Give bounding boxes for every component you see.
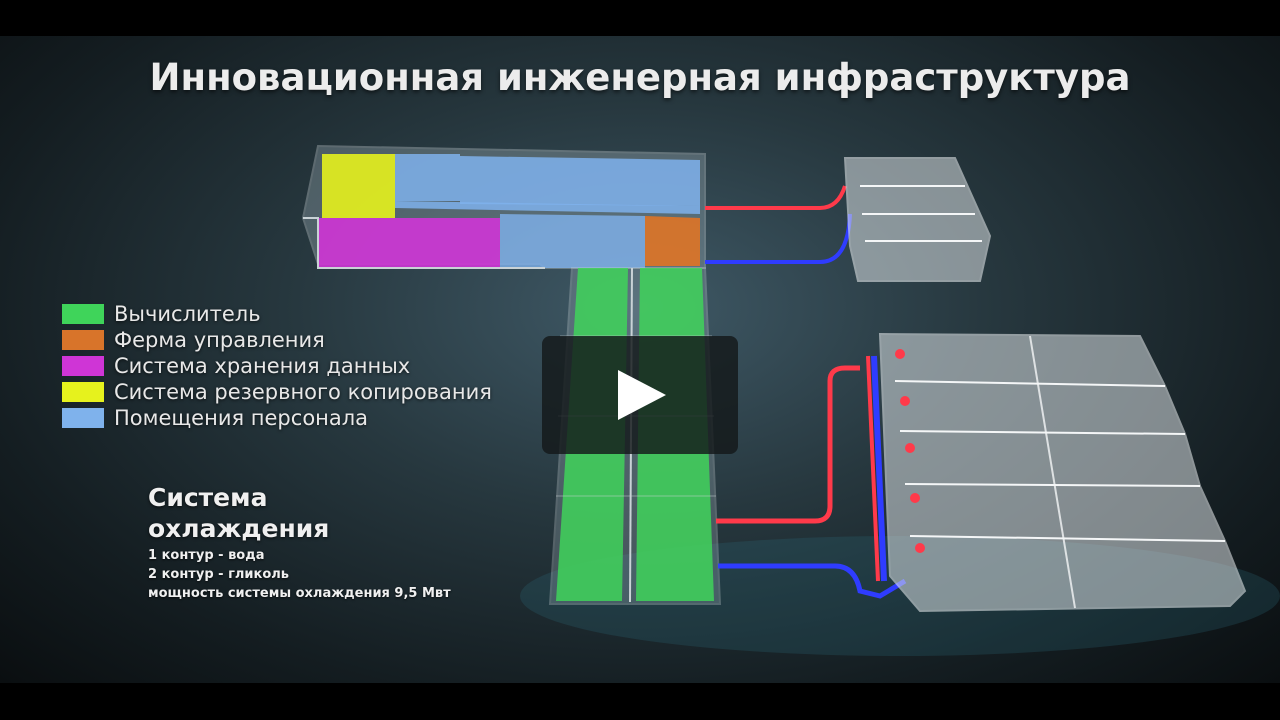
legend-item-backup: Система резервного копирования [62, 379, 492, 405]
cooling-line: мощность системы охлаждения 9,5 Мвт [148, 586, 451, 601]
legend-item-control-farm: Ферма управления [62, 327, 492, 353]
play-icon [618, 370, 666, 420]
cooling-line: 2 контур - гликоль [148, 567, 289, 582]
legend-swatch [62, 304, 104, 324]
legend-item-storage: Система хранения данных [62, 353, 492, 379]
legend-label: Система резервного копирования [114, 380, 492, 404]
cooling-title: Система охлаждения [148, 483, 330, 543]
legend-label: Вычислитель [114, 302, 261, 326]
legend-swatch [62, 356, 104, 376]
legend-label: Ферма управления [114, 328, 325, 352]
legend-swatch [62, 382, 104, 402]
lower-cooler [878, 332, 1247, 613]
legend-item-compute: Вычислитель [62, 301, 492, 327]
cooling-info: Система охлаждения 1 контур - вода 2 кон… [148, 482, 451, 603]
video-frame[interactable]: Инновационная инженерная инфраструктура … [0, 36, 1280, 683]
legend-item-staff-rooms: Помещения персонала [62, 405, 492, 431]
legend-swatch [62, 330, 104, 350]
cooling-line: 1 контур - вода [148, 548, 265, 563]
legend-label: Помещения персонала [114, 406, 369, 430]
upper-building [301, 144, 706, 269]
play-button[interactable] [542, 336, 738, 454]
video-title: Инновационная инженерная инфраструктура [149, 56, 1131, 99]
legend: Вычислитель Ферма управления Система хра… [62, 301, 492, 431]
legend-swatch [62, 408, 104, 428]
upper-pipes [705, 185, 852, 264]
upper-cooler [843, 157, 992, 282]
lower-pipes [716, 355, 907, 599]
legend-label: Система хранения данных [114, 354, 411, 378]
